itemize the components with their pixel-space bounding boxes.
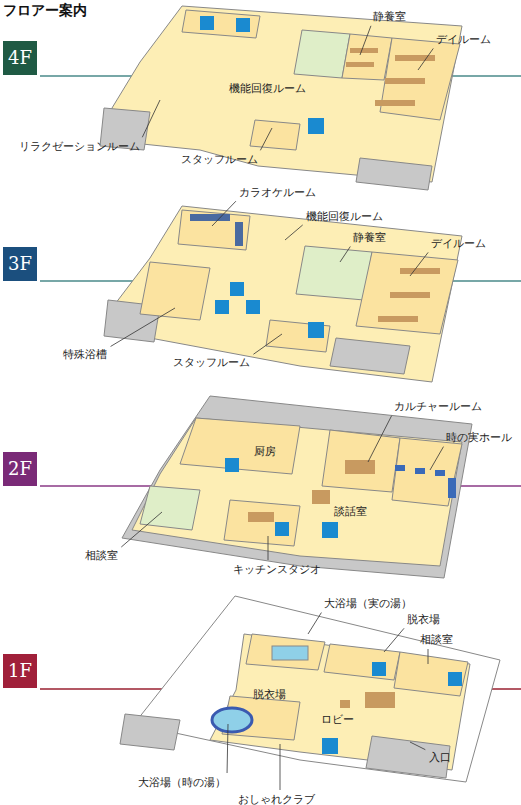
- leader-line: [308, 613, 321, 634]
- room-label: スタッフルーム: [172, 356, 251, 369]
- room-label: 相談室: [419, 633, 454, 646]
- room-label: デイルーム: [430, 237, 487, 250]
- leader-line: [121, 512, 162, 547]
- room-label: 機能回復ルーム: [228, 82, 307, 95]
- room-label: リラクゼーションルーム: [18, 140, 141, 153]
- room-label: 大浴場（時の湯）: [137, 776, 227, 789]
- floor-badge: 3F: [2, 246, 38, 282]
- floor-number: 4F: [8, 47, 32, 69]
- room-label: 大浴場（実の湯）: [323, 597, 413, 610]
- page-title: フロアー案内: [3, 2, 87, 20]
- room-label: ロビー: [320, 713, 355, 726]
- leader-line: [410, 252, 428, 276]
- leader-line: [430, 447, 444, 470]
- leader-line: [212, 201, 236, 226]
- leader-line: [142, 100, 160, 137]
- leader-line: [280, 744, 281, 790]
- leader-line: [428, 649, 429, 664]
- room-label: 時の実ホール: [445, 431, 513, 444]
- room-label: おしゃれクラブ: [237, 793, 316, 805]
- floor-badge: 2F: [2, 451, 38, 487]
- leader-line: [368, 416, 392, 462]
- leader-line: [360, 26, 371, 55]
- leader-line: [340, 246, 350, 262]
- leader-line: [253, 334, 282, 354]
- room-label: カラオケルーム: [238, 186, 317, 199]
- room-label: スタッフルーム: [180, 153, 259, 166]
- leader-line: [268, 536, 269, 560]
- room-label: カルチャールーム: [393, 400, 483, 413]
- leader-line: [410, 742, 425, 750]
- room-label: 静養室: [352, 231, 387, 244]
- room-label: 脱衣場: [252, 688, 287, 701]
- leader-line: [418, 48, 433, 70]
- room-label: キッチンスタジオ: [232, 563, 322, 576]
- leader-line: [227, 724, 229, 773]
- leader-line: [111, 308, 175, 346]
- floor-badge: 1F: [2, 653, 38, 689]
- room-label: 機能回復ルーム: [305, 210, 384, 223]
- floor-badge: 4F: [2, 40, 38, 76]
- room-label: 静養室: [372, 10, 407, 23]
- room-label: 入口: [428, 751, 452, 764]
- leader-line: [384, 628, 404, 652]
- floor-number: 3F: [8, 253, 32, 275]
- leader-line: [260, 128, 272, 150]
- room-label: 相談室: [84, 549, 119, 562]
- room-label: デイルーム: [435, 33, 492, 46]
- floor-number: 2F: [8, 458, 32, 480]
- room-label: 厨房: [253, 445, 277, 458]
- floor-number: 1F: [8, 660, 32, 682]
- leader-line: [285, 225, 303, 240]
- room-label: 特殊浴槽: [62, 348, 108, 361]
- room-label: 脱衣場: [406, 613, 441, 626]
- room-label: 談話室: [333, 505, 368, 518]
